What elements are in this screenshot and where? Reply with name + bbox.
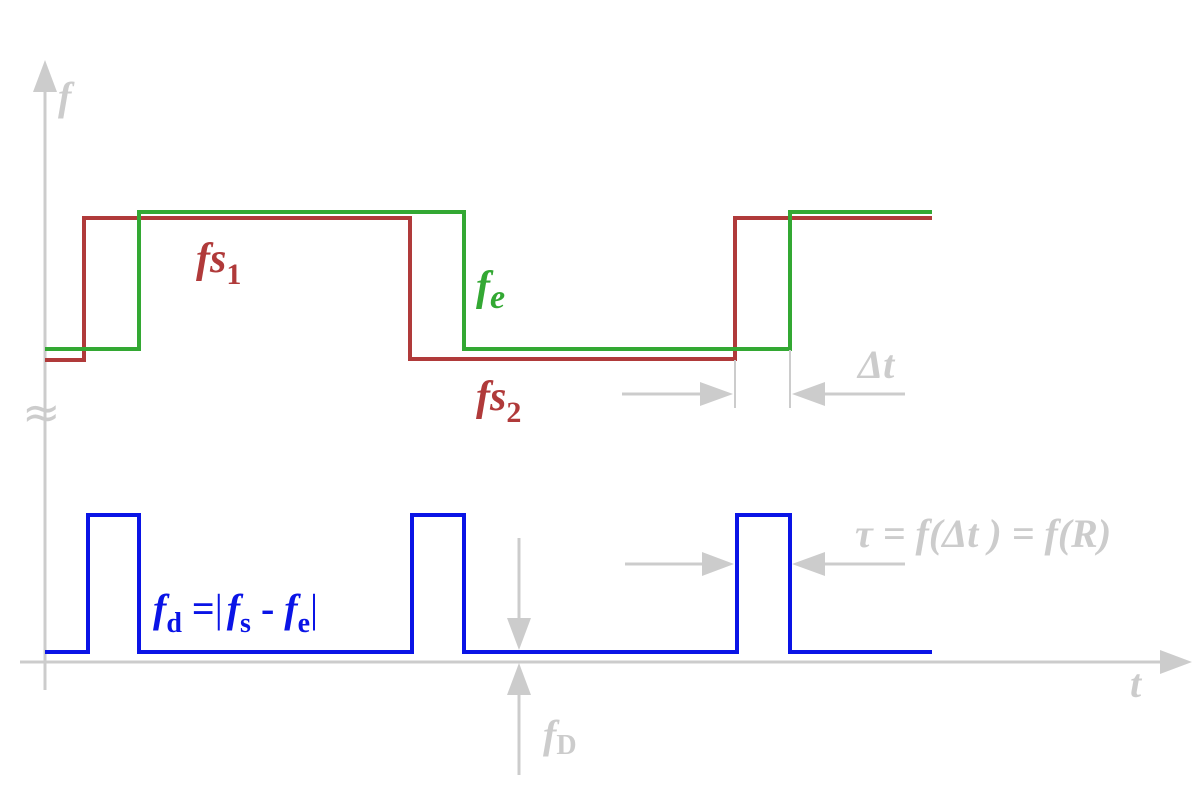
- fd-formula-label: fd =|fs - fe|: [153, 586, 318, 639]
- fD-label: fD: [543, 712, 577, 761]
- tau-label: τ = f(Δt ) = f(R): [855, 511, 1111, 556]
- x-axis-label: t: [1130, 661, 1143, 706]
- fe-label: fe: [476, 264, 505, 316]
- y-axis-label: f: [58, 74, 75, 119]
- y-axis: [33, 60, 57, 690]
- fe-curve: [45, 210, 932, 351]
- x-axis: [20, 650, 1192, 674]
- fD-annotation: [507, 538, 531, 775]
- fd-curve: [45, 513, 932, 654]
- delta-t-annotation: [622, 350, 905, 408]
- fs1-label: fs1: [196, 236, 241, 291]
- axis-break-symbol: ≈: [22, 385, 61, 439]
- fs2-label: fs2: [476, 374, 521, 429]
- tau-annotation: [625, 552, 905, 576]
- delta-t-label: Δt: [856, 342, 896, 387]
- fs-curve: [45, 216, 932, 362]
